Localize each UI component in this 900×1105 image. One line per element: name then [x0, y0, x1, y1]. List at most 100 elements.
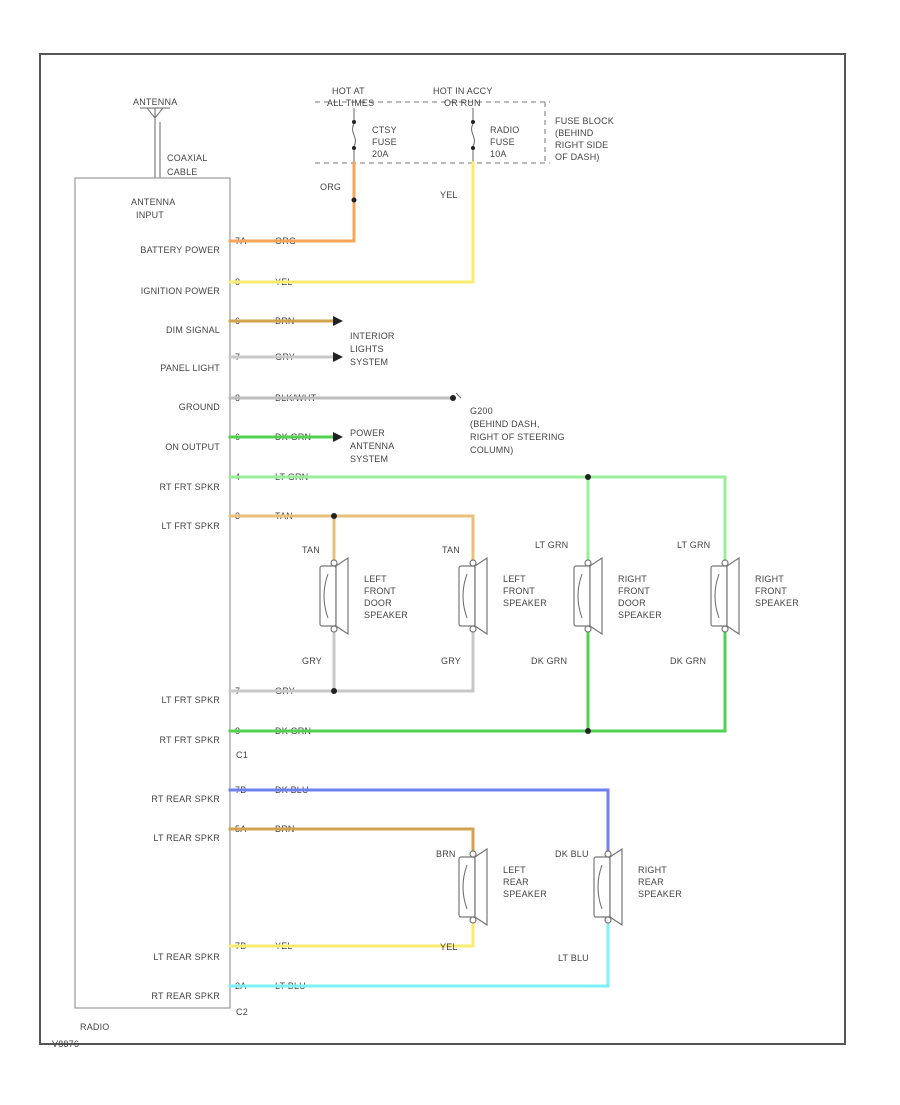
power-antenna-label-3: SYSTEM	[350, 454, 388, 464]
fuse-block-label-1: FUSE BLOCK	[555, 116, 614, 126]
pin-label: IGNITION POWER	[141, 286, 221, 296]
antenna-input-label-1: ANTENNA	[131, 197, 175, 207]
diagram-frame	[39, 53, 846, 1045]
radio-fuse-symbol	[471, 108, 475, 163]
wire-rt-rear-ltblu	[228, 920, 610, 988]
wire-battery-org	[228, 161, 356, 243]
wire-ignition-yel	[228, 161, 475, 284]
pin-label: LT FRT SPKR	[161, 695, 220, 705]
fuse-block-label-3: RIGHT SIDE	[555, 140, 608, 150]
g200-label-2: (BEHIND DASH,	[470, 419, 540, 429]
speaker-label: LEFT	[364, 574, 387, 584]
connector-c1: C1	[236, 750, 248, 760]
tag-brn-rear: BRN	[436, 849, 456, 859]
g200-label-1: G200	[470, 406, 493, 416]
power-antenna-label-2: ANTENNA	[350, 441, 394, 451]
wires	[228, 161, 727, 988]
speaker-symbol: LEFT REAR SPEAKER	[458, 847, 547, 927]
pin-label: RT REAR SPKR	[151, 794, 220, 804]
speaker-symbol: LEFT FRONT DOOR SPEAKER	[319, 556, 408, 636]
ctsy-fuse-label-2: FUSE	[372, 137, 397, 147]
wire-lt-rear-brn	[228, 827, 475, 855]
wire-rt-frt-dkgrn	[228, 630, 727, 733]
speaker-label: FRONT	[618, 586, 650, 596]
hot-in-label-2: OR RUN	[444, 98, 481, 108]
hot-at-label-1: HOT AT	[332, 86, 365, 96]
tag-ltgrn-a: LT GRN	[535, 540, 568, 550]
antenna-label: ANTENNA	[133, 97, 177, 107]
figure-code: V8876	[52, 1039, 79, 1049]
pin-label: BATTERY POWER	[140, 245, 220, 255]
interior-lights-label-3: SYSTEM	[350, 357, 388, 367]
tag-org-up: ORG	[320, 182, 341, 192]
pin-label: LT REAR SPKR	[153, 952, 220, 962]
ctsy-fuse-symbol	[352, 108, 356, 163]
hot-in-label-1: HOT IN ACCY	[433, 86, 493, 96]
speaker-label: FRONT	[503, 586, 535, 596]
speaker-label: SPEAKER	[618, 610, 662, 620]
tag-yel-rear: YEL	[440, 942, 458, 952]
tag-tan-a: TAN	[302, 545, 320, 555]
cable-label: CABLE	[167, 167, 198, 177]
pin-label: LT FRT SPKR	[161, 521, 220, 531]
speaker-symbol: RIGHT FRONT DOOR SPEAKER	[573, 556, 662, 636]
wire-rt-rear-dkblu	[228, 788, 610, 855]
speaker-label: SPEAKER	[364, 610, 408, 620]
speaker-label: RIGHT	[638, 865, 667, 875]
pin-label: RT FRT SPKR	[159, 735, 220, 745]
speaker-label: REAR	[503, 877, 529, 887]
connector-c2: C2	[236, 1007, 248, 1017]
radio-fuse-label-2: FUSE	[490, 137, 515, 147]
tag-dkgrn-b: DK GRN	[670, 656, 706, 666]
tag-ltgrn-b: LT GRN	[677, 540, 710, 550]
speaker-label: SPEAKER	[755, 598, 799, 608]
tag-gry-a: GRY	[302, 656, 322, 666]
speaker-label: REAR	[638, 877, 664, 887]
wire-rt-frt-ltgrn	[228, 475, 727, 562]
pin-label: LT REAR SPKR	[153, 833, 220, 843]
speaker-label: FRONT	[364, 586, 396, 596]
hot-at-label-2: ALL TIMES	[327, 98, 374, 108]
speakers: LEFTFRONTDOORSPEAKERLEFTFRONTSPEAKERRIGH…	[319, 556, 799, 927]
antenna-symbol	[140, 107, 170, 178]
pin-label: GROUND	[179, 402, 220, 412]
pin-label: PANEL LIGHT	[160, 363, 220, 373]
tag-tan-b: TAN	[442, 545, 460, 555]
interior-lights-label-2: LIGHTS	[350, 344, 384, 354]
fuse-block-label-4: OF DASH)	[555, 152, 600, 162]
speaker-label: LEFT	[503, 865, 526, 875]
g200-label-3: RIGHT OF STEERING	[470, 432, 565, 442]
speaker-label: DOOR	[364, 598, 392, 608]
speaker-label: LEFT	[503, 574, 526, 584]
speaker-label: RIGHT	[618, 574, 647, 584]
speaker-label: DOOR	[618, 598, 646, 608]
antenna-input-label-2: INPUT	[136, 210, 164, 220]
pin-label: DIM SIGNAL	[166, 325, 220, 335]
wire-lt-frt-gry	[228, 630, 475, 693]
wire-lt-rear-yel	[228, 920, 475, 948]
tag-dkgrn-a: DK GRN	[531, 656, 567, 666]
radio-fuse-label-1: RADIO	[490, 125, 520, 135]
tag-ltblu-rear: LT BLU	[558, 953, 589, 963]
fuse-block-label-2: (BEHIND	[555, 128, 594, 138]
interior-lights-label-1: INTERIOR	[350, 331, 395, 341]
arrowheads	[333, 316, 462, 442]
power-antenna-label-1: POWER	[350, 428, 385, 438]
pin-label: ON OUTPUT	[165, 442, 220, 452]
tag-dkblu-rear: DK BLU	[555, 849, 589, 859]
tag-yel-up: YEL	[440, 190, 458, 200]
tag-gry-b: GRY	[441, 656, 461, 666]
radio-label: RADIO	[80, 1022, 110, 1032]
speaker-label: FRONT	[755, 586, 787, 596]
radio-pin-labels: BATTERY POWER7AORGIGNITION POWER8YELDIM …	[140, 236, 316, 1001]
pin-label: RT REAR SPKR	[151, 991, 220, 1001]
splice-points	[331, 197, 591, 734]
radio-fuse-label-3: 10A	[490, 149, 507, 159]
speaker-label: SPEAKER	[503, 889, 547, 899]
g200-label-4: COLUMN)	[470, 445, 513, 455]
